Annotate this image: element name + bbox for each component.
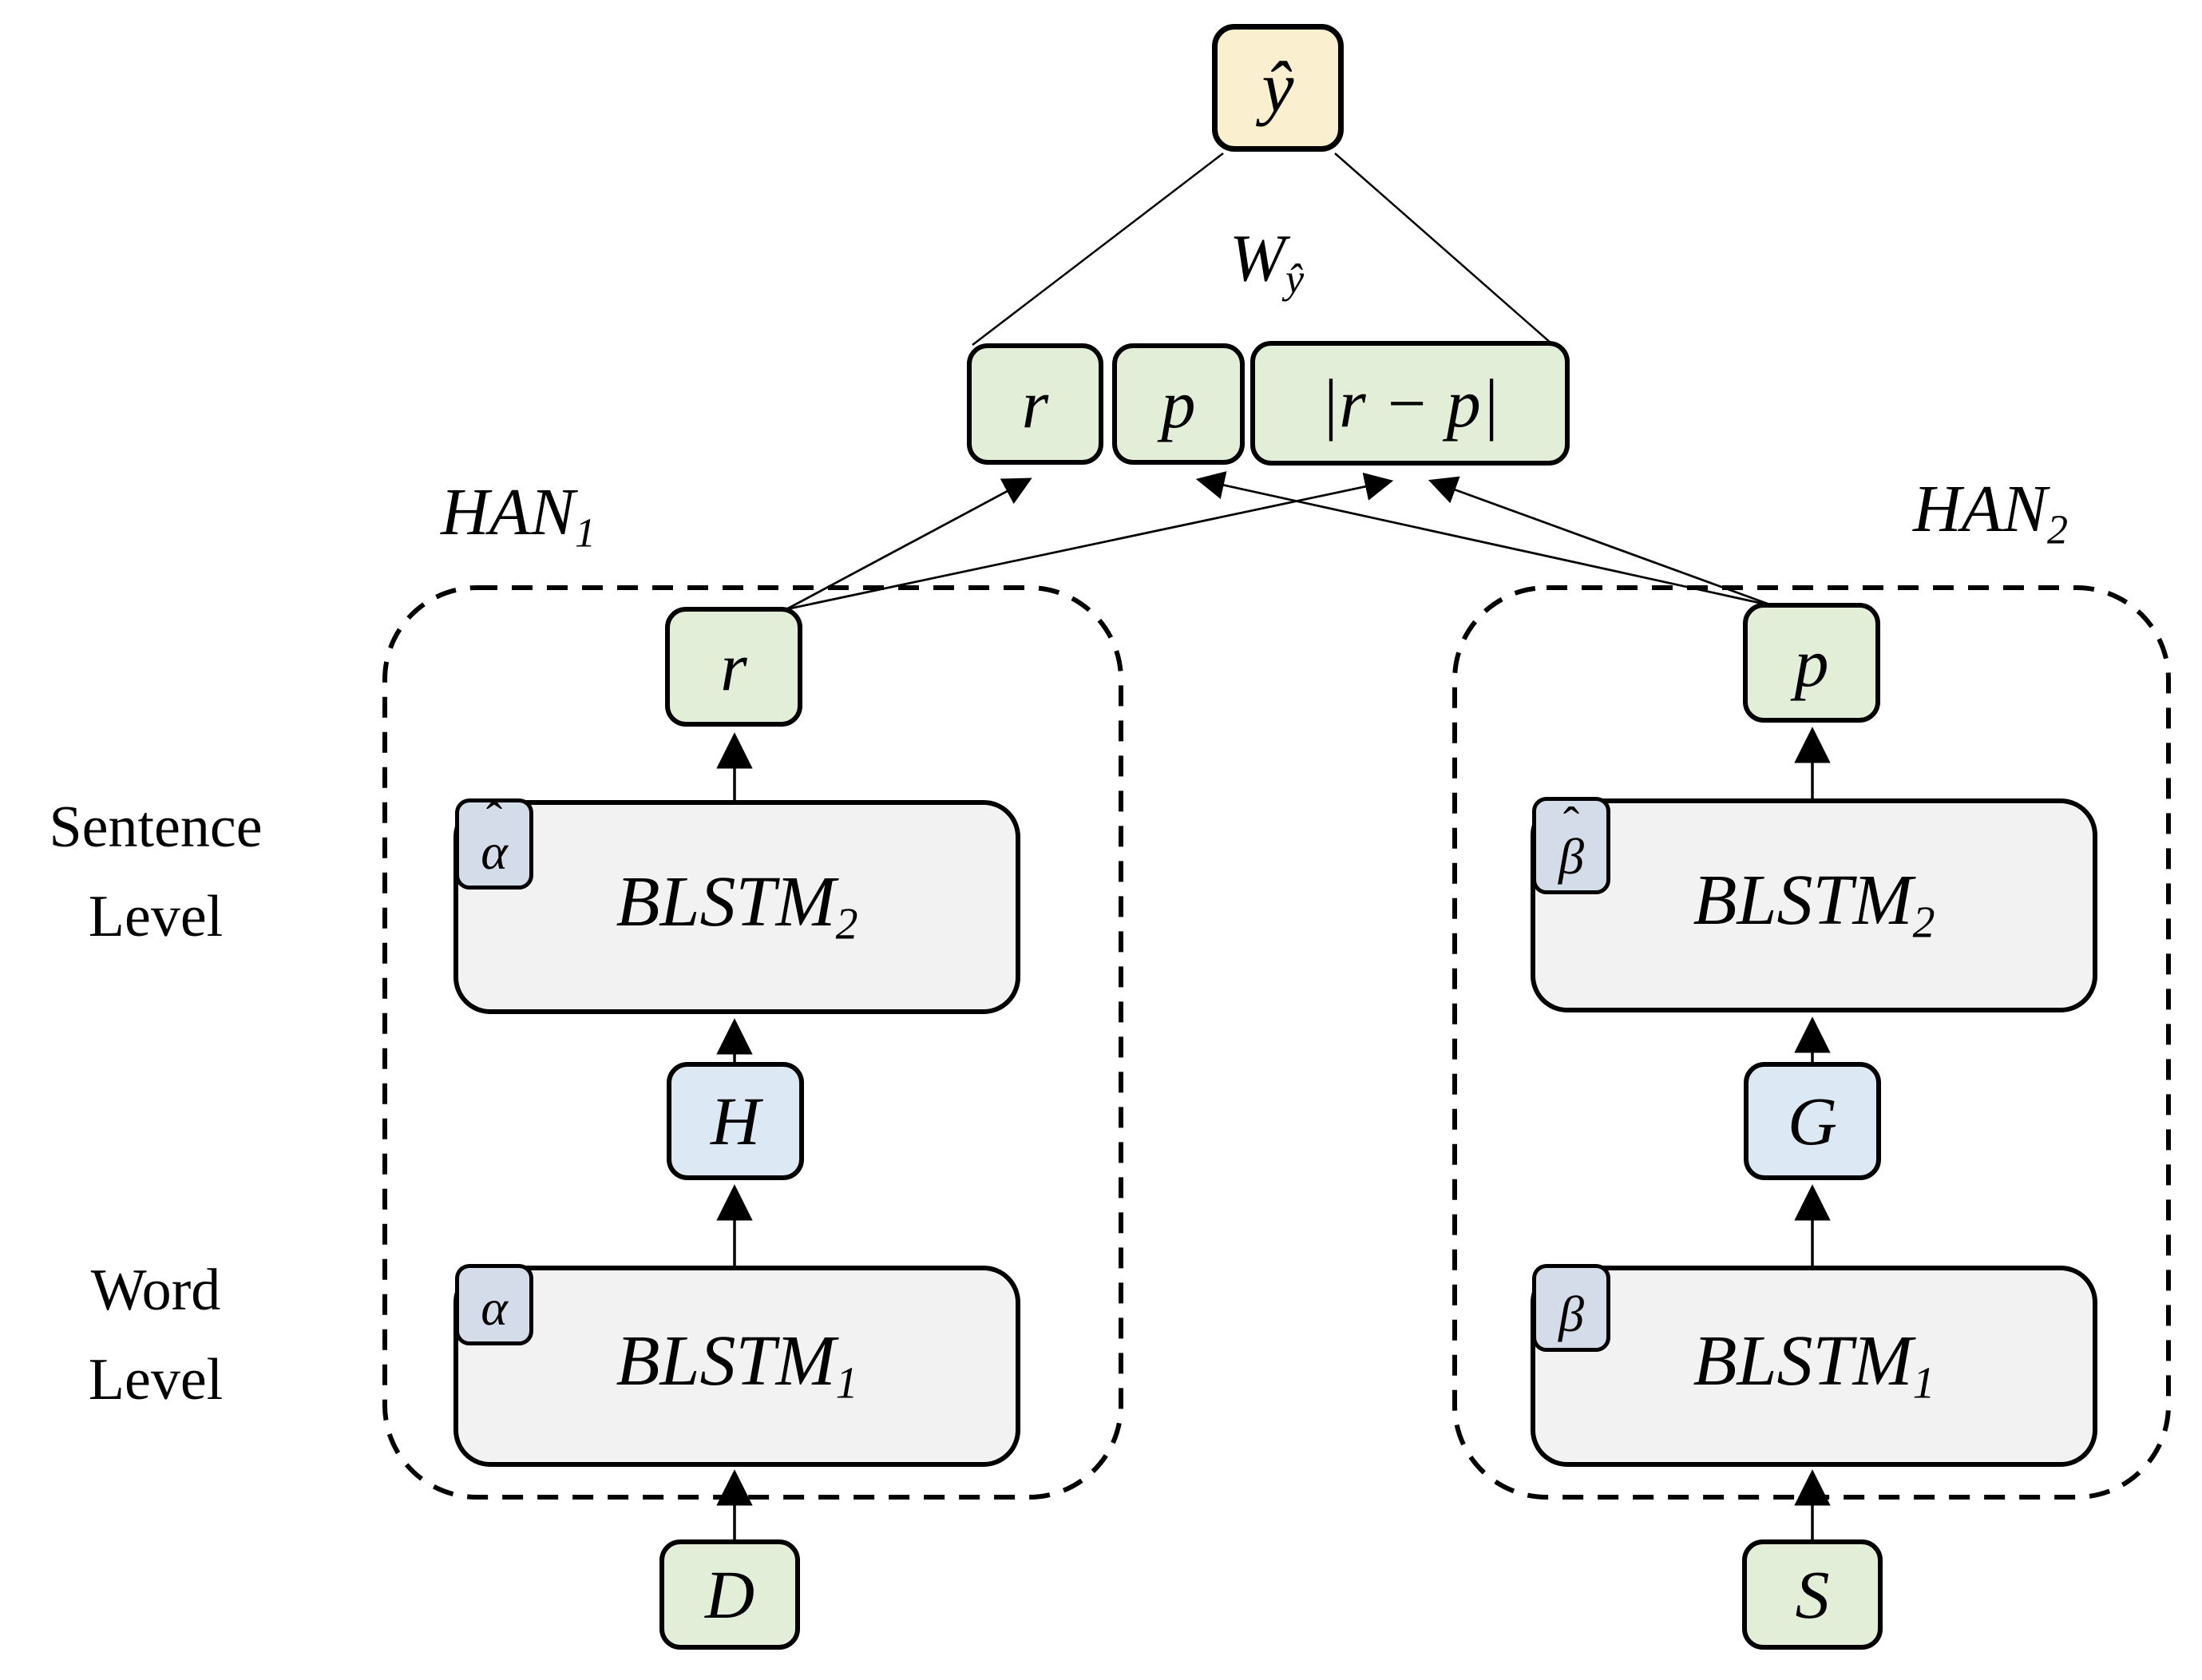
han2-blstm2-box: BLSTM2	[1531, 798, 2097, 1012]
han1-hidden-state-h: H	[667, 1062, 804, 1180]
line-concat-to-yhat-left	[972, 153, 1224, 346]
han1-blstm1-label: BLSTM1	[616, 1321, 858, 1409]
weight-matrix-label: Wŷ	[1230, 221, 1305, 303]
concat-slot-r: r	[967, 343, 1103, 465]
han1-blstm2-label: BLSTM2	[616, 862, 858, 949]
sentence-level-label: Sentence Level	[49, 794, 263, 949]
han1-blstm2-box: BLSTM2	[453, 800, 1020, 1014]
han1-title: HAN1	[441, 475, 596, 557]
han1-input-d: D	[659, 1539, 800, 1650]
arrow-p-to-concat-diff	[1428, 476, 1775, 608]
word-level-label: Word Level	[88, 1258, 224, 1413]
han1-attention-tag-alpha-hat: ˆ α	[455, 793, 533, 890]
han2-attention-tag-beta-hat: ˆ β	[1532, 797, 1610, 894]
han2-attention-tag-beta: β	[1532, 1264, 1610, 1352]
line-concat-to-yhat-right	[1334, 153, 1552, 344]
han2-input-s: S	[1742, 1539, 1883, 1650]
han1-r-vector: r	[665, 607, 802, 727]
output-node-yhat: ŷ	[1212, 24, 1344, 152]
han2-blstm1-box: BLSTM1	[1531, 1266, 2097, 1467]
han2-blstm2-label: BLSTM2	[1693, 861, 1935, 948]
hat-accent: ˆ	[485, 793, 503, 847]
arrow-p-to-concat-p	[1195, 471, 1775, 608]
arrow-r-to-concat-diff	[786, 472, 1394, 611]
han2-title: HAN2	[1913, 472, 2069, 553]
han2-p-vector: p	[1743, 603, 1880, 723]
arrow-r-to-concat-r	[786, 477, 1032, 611]
han1-dashed-boundary	[382, 585, 1123, 1500]
concat-slot-p: p	[1112, 343, 1245, 465]
han1-attention-tag-alpha: α	[455, 1264, 533, 1345]
han1-blstm1-box: BLSTM1	[453, 1266, 1020, 1467]
han2-hidden-state-g: G	[1744, 1062, 1881, 1180]
output-node-label: ŷ	[1261, 48, 1294, 127]
hat-accent: ˆ	[1562, 798, 1580, 852]
concat-slot-abs-diff: |r − p|	[1250, 341, 1570, 466]
han2-blstm1-label: BLSTM1	[1693, 1321, 1935, 1409]
